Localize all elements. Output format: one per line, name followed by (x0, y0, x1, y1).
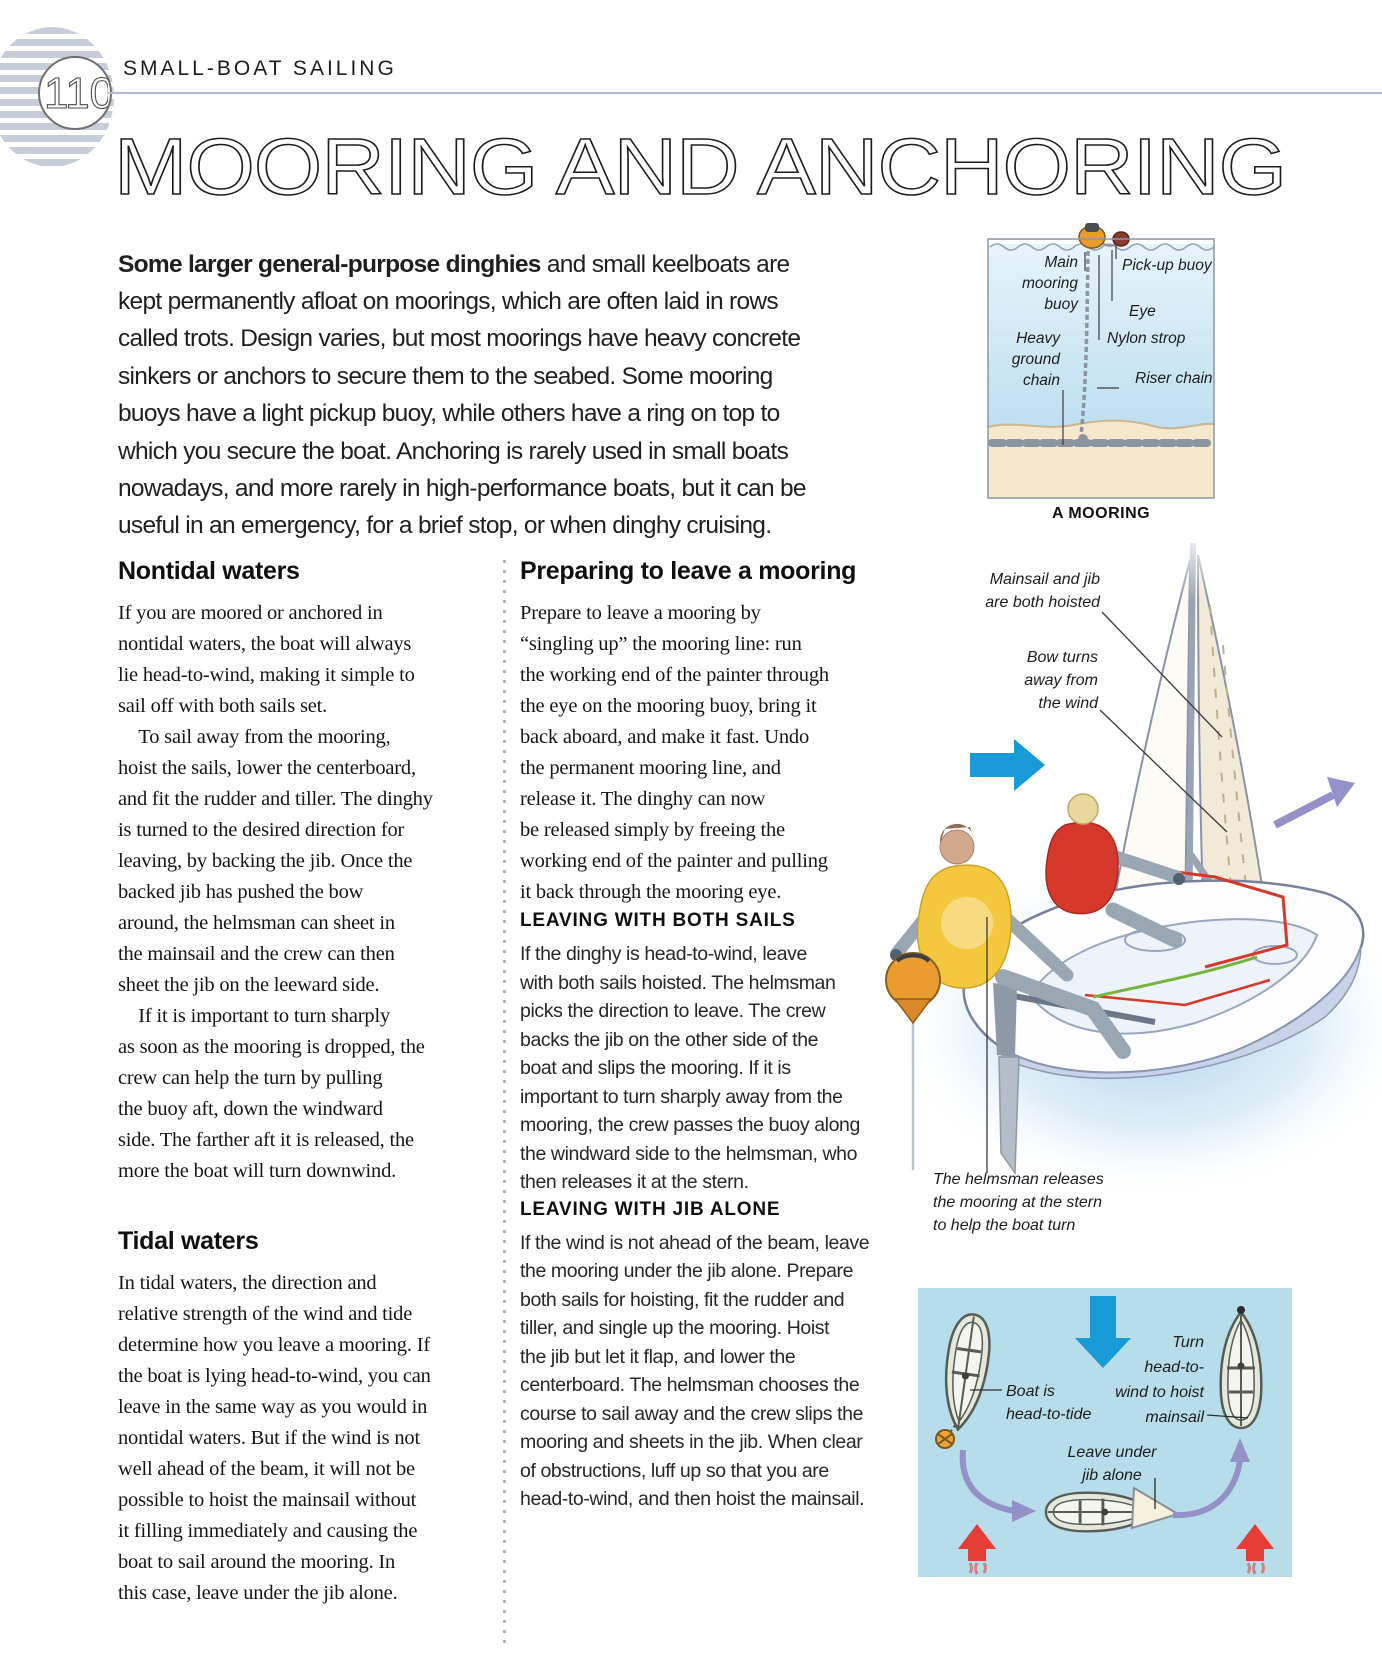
crew-head (1067, 793, 1099, 825)
leaving-mooring-illustration (885, 525, 1382, 1200)
buoy-cap (1085, 223, 1099, 232)
leader-lines (986, 611, 1228, 1173)
page-number: 110 (44, 68, 108, 118)
body-tidal-waters: In tidal waters, the direction and relat… (118, 1272, 431, 1604)
label-eye: Eye (1129, 303, 1156, 320)
body-preparing: Prepare to leave a mooring by “singling … (520, 602, 829, 903)
course-arrow (1273, 777, 1355, 829)
mooring-diagram (987, 223, 1215, 499)
left-column: Nontidal waters If you are moored or anc… (118, 556, 503, 1609)
body-leaving-jib-alone: If the wind is not ahead of the beam, le… (520, 1231, 870, 1511)
diagram-border (987, 238, 1215, 499)
header-rule (108, 92, 1382, 94)
heading-leaving-jib-alone: LEAVING WITH JIB ALONE (520, 1198, 781, 1220)
riser-chain (1079, 250, 1090, 436)
svg-text:MOORING AND ANCHORING: MOORING AND ANCHORING (114, 122, 1286, 210)
red-life-vest (1045, 821, 1119, 915)
heading-leaving-both-sails: LEAVING WITH BOTH SAILS (520, 910, 796, 931)
leave-under-jib-diagram (918, 1288, 1292, 1577)
column-separator (503, 560, 506, 1646)
crew-figure (1045, 793, 1185, 948)
middle-column: Preparing to leave a mooring Prepare to … (520, 556, 892, 1514)
page-number-circle (38, 56, 112, 130)
mooring-diagram-caption: A MOORING (1051, 505, 1151, 522)
wind-arrow (970, 739, 1045, 791)
heading-nontidal-waters: Nontidal waters (118, 557, 300, 585)
heading-preparing: Preparing to leave a mooring (520, 557, 857, 585)
ropes (1084, 863, 1289, 1007)
wind-arrows-red (958, 1524, 1274, 1575)
label-ground-chain: Heavy ground chain (1011, 330, 1060, 389)
label-nylon-strop: Nylon strop (1107, 330, 1186, 347)
diagram-leader-lines (970, 1389, 1249, 1509)
held-mooring-buoy (885, 952, 941, 1170)
svg-text:110: 110 (44, 69, 108, 118)
label-sails-hoisted: Mainsail and jib are both hoisted (985, 571, 1100, 611)
label-turn-head-to-wind: Turn head-to- wind to hoist mainsail (1115, 1334, 1204, 1426)
intro-rest: and small keelboats are kept permanently… (118, 250, 807, 540)
intro-paragraph: Some larger general-purpose dinghies and… (118, 246, 878, 545)
tide-arrow (1075, 1296, 1131, 1368)
body-nontidal-waters: If you are moored or anchored in nontida… (118, 602, 433, 1182)
label-riser-chain: Riser chain (1135, 370, 1213, 387)
course-path-arrows (959, 1449, 1243, 1519)
dinghy-hull (962, 879, 1365, 1080)
label-leave-under-jib: Leave under jib alone (1067, 1444, 1157, 1484)
label-pickup-buoy: Pick-up buoy (1122, 257, 1212, 274)
diagram-mooring-buoy (935, 1429, 955, 1449)
water-surface-line (989, 243, 1215, 251)
heading-tidal-waters: Tidal waters (118, 1227, 259, 1255)
body-leaving-both-sails: If the dinghy is head-to-wind, leave wit… (520, 943, 860, 1193)
label-bow-turns: Bow turns away from the wind (1024, 649, 1098, 712)
label-head-to-tide: Boat is head-to-tide (1006, 1383, 1092, 1423)
intro-lead: Some larger general-purpose dinghies (118, 250, 541, 278)
rudder-tiller (993, 983, 1156, 1176)
helmsman-head (939, 829, 975, 865)
label-main-mooring-buoy: Main mooring buoy (1022, 254, 1078, 313)
page-title: MOORING AND ANCHORING (113, 121, 1288, 210)
section-header: SMALL-BOAT SAILING (123, 57, 397, 80)
label-helmsman-releases: The helmsman releases the mooring at the… (933, 1171, 1104, 1234)
